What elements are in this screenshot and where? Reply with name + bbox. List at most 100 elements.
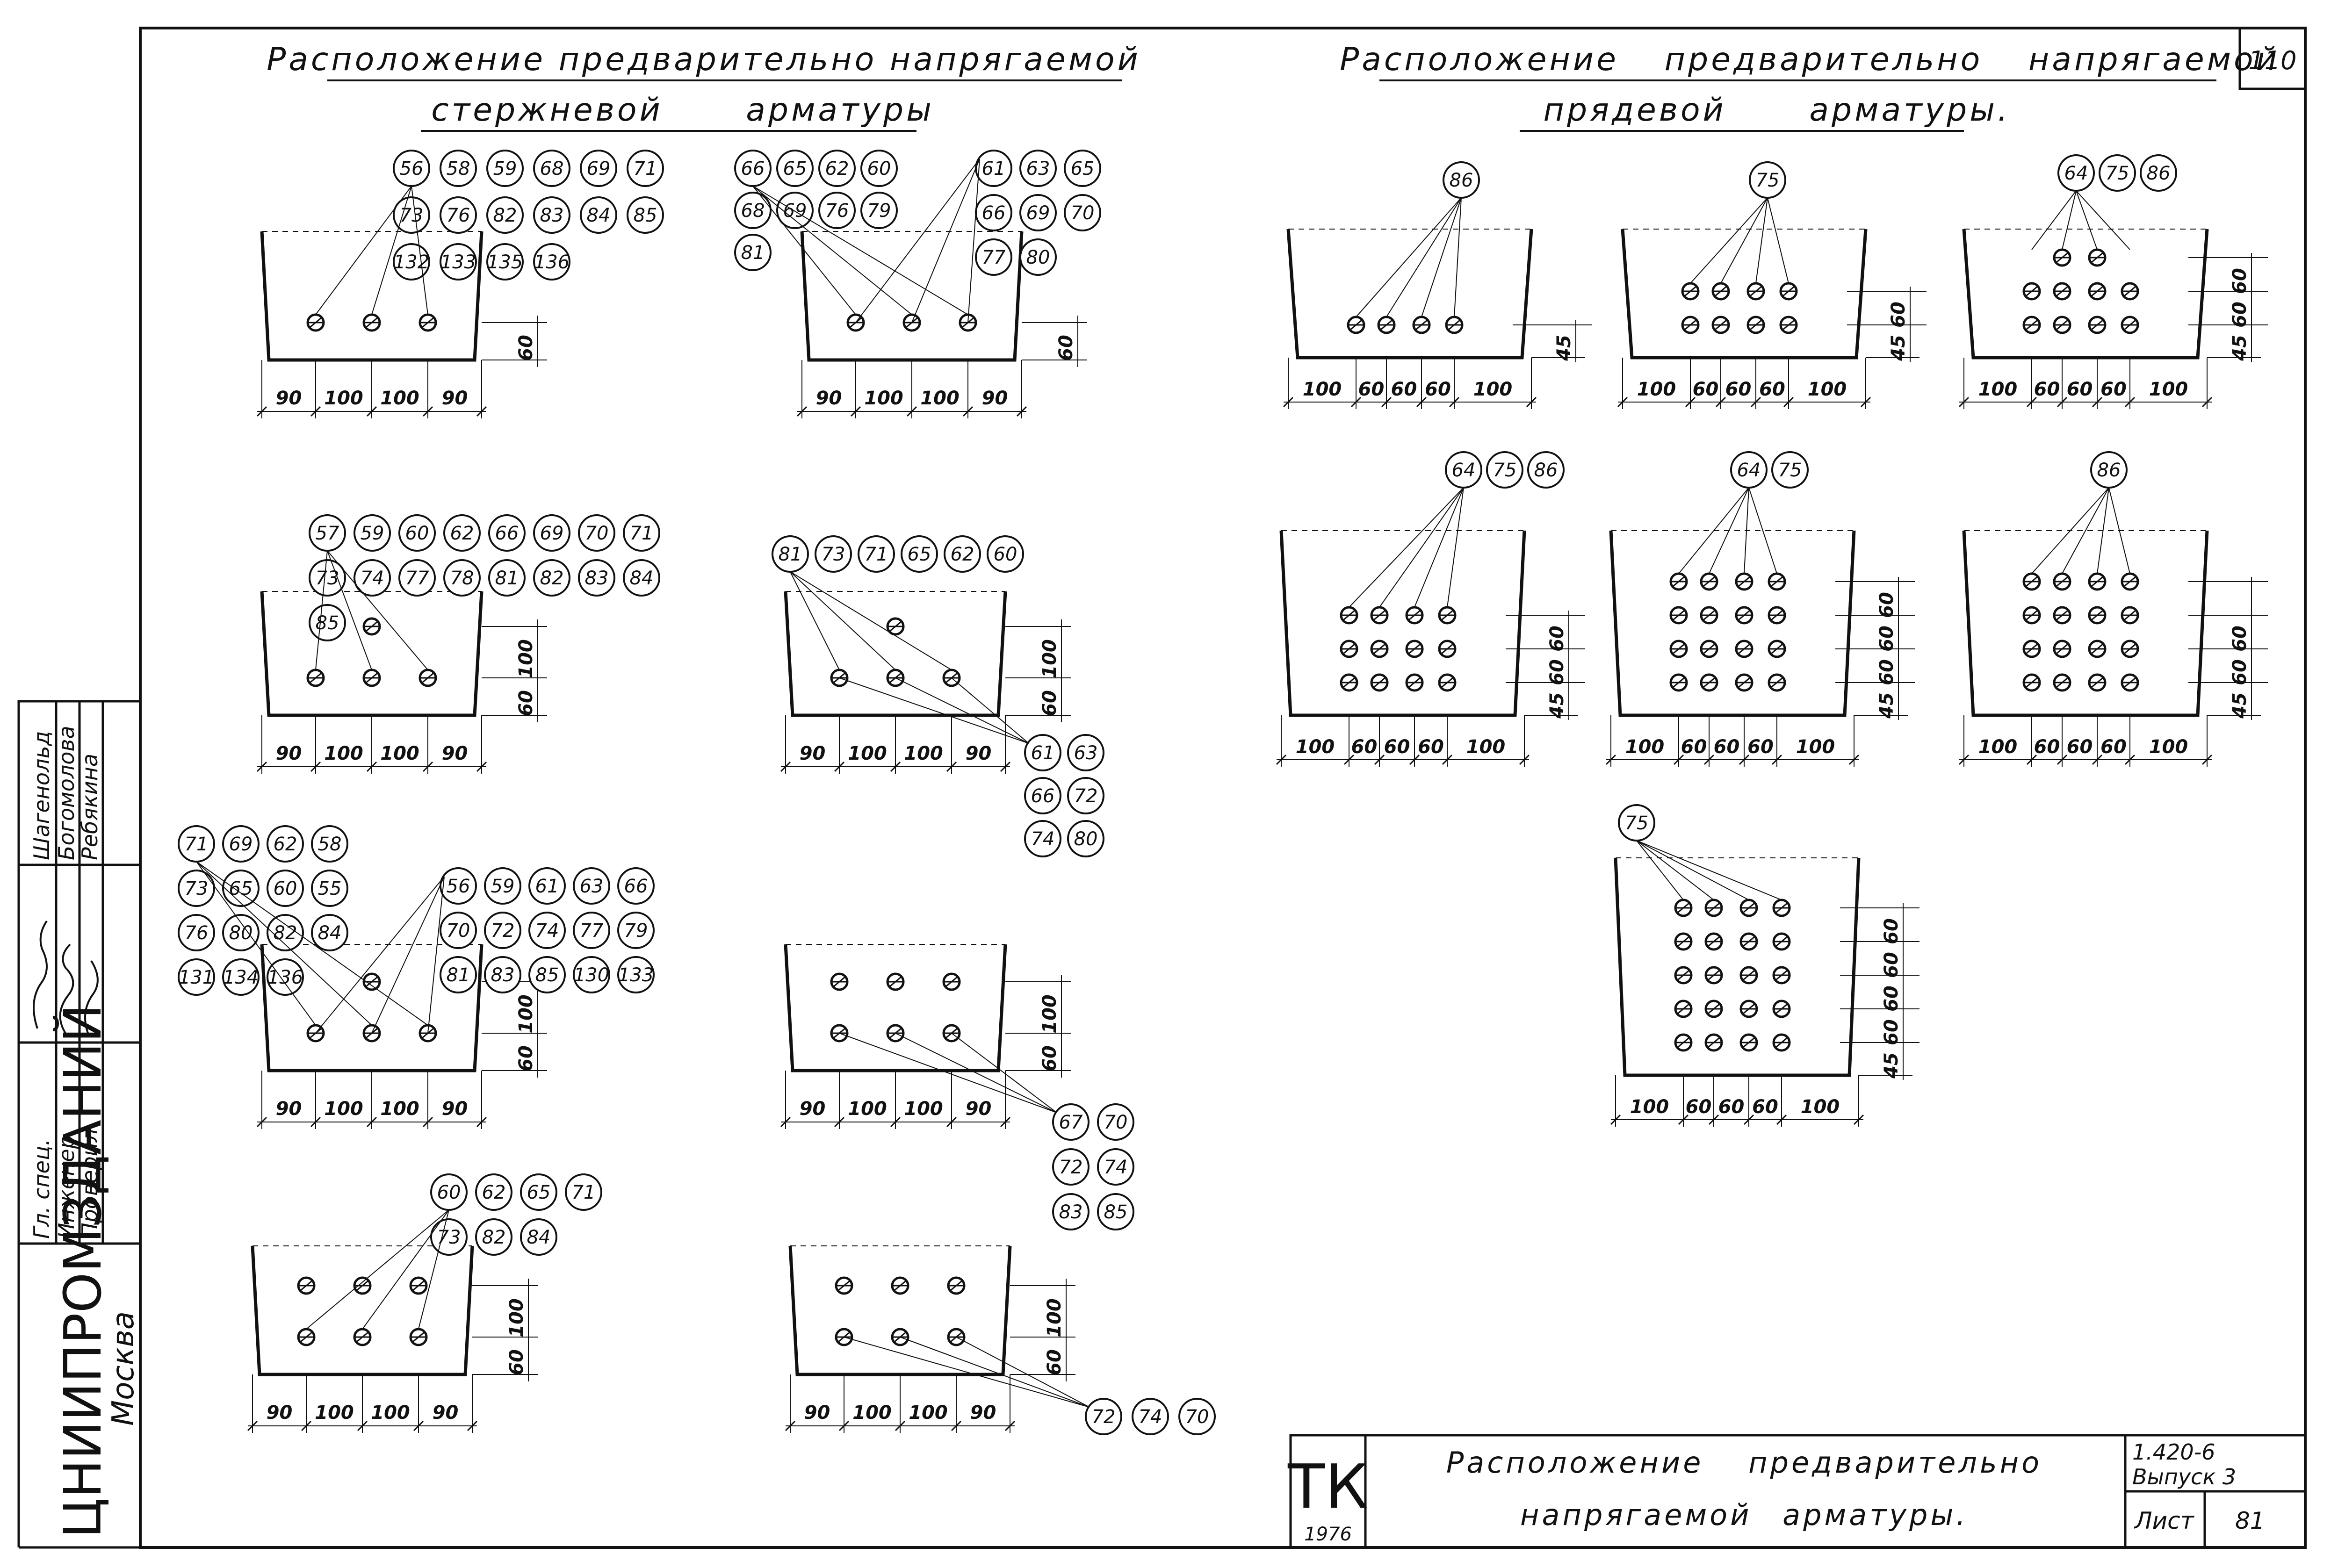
horizontal-dimension: 60 bbox=[2034, 736, 2060, 758]
horizontal-dimension: 100 bbox=[1796, 736, 1835, 758]
mark-number-bubble: 75 bbox=[1486, 451, 1523, 489]
dimension-tick bbox=[780, 761, 791, 772]
bubble-circle bbox=[520, 1218, 557, 1256]
rebar-hatch bbox=[1708, 1037, 1720, 1048]
rebar-hatch bbox=[1684, 286, 1696, 297]
strand-rebar bbox=[1438, 673, 1457, 692]
leader-line bbox=[2031, 190, 2077, 250]
rebar-hatch bbox=[1775, 902, 1788, 913]
page-number: 110 bbox=[2248, 46, 2296, 75]
mark-number-bubble: 71 bbox=[178, 825, 215, 863]
strand-rebar bbox=[1669, 673, 1688, 692]
bubble-number: 72 bbox=[1059, 1157, 1083, 1178]
dimension-tick bbox=[2092, 754, 2103, 765]
bubble-number: 63 bbox=[1074, 742, 1098, 764]
leader-line bbox=[839, 677, 1029, 744]
rebar-hatch bbox=[300, 1280, 312, 1291]
mark-number-bubble: 69 bbox=[533, 514, 570, 552]
leader-line bbox=[1748, 487, 1777, 574]
bubble-circle bbox=[1052, 1103, 1090, 1141]
bubble-circle bbox=[1132, 1398, 1169, 1435]
stamp-name-3: Ребякина bbox=[77, 754, 102, 860]
rod-rebar bbox=[353, 1276, 372, 1295]
horizontal-dimension: 90 bbox=[800, 743, 826, 764]
dimension-tick bbox=[1743, 1114, 1754, 1125]
bubble-number: 86 bbox=[1534, 460, 1558, 481]
strand-rebar bbox=[2022, 673, 2041, 692]
bubble-number: 59 bbox=[493, 158, 517, 180]
strand-rebar bbox=[1405, 606, 1424, 625]
strand-rebar bbox=[2121, 606, 2139, 625]
bubble-number: 83 bbox=[1059, 1201, 1083, 1223]
bubble-circle bbox=[528, 867, 566, 905]
bubble-circle bbox=[398, 514, 436, 552]
leader-line bbox=[839, 1033, 1057, 1113]
dimension-tick bbox=[906, 406, 917, 417]
leader-line bbox=[1690, 197, 1768, 284]
dimension-tick bbox=[1519, 754, 1530, 765]
beam-outline bbox=[784, 591, 1007, 717]
strand-rebar bbox=[1669, 572, 1688, 591]
dimension-tick bbox=[1016, 406, 1027, 417]
bubble-circle bbox=[776, 150, 814, 187]
horizontal-dimension: 100 bbox=[1466, 736, 1506, 758]
dimension-tick bbox=[2092, 396, 2103, 408]
strand-rebar bbox=[2022, 572, 2041, 591]
dimension-tick bbox=[476, 761, 487, 772]
dimension-tick bbox=[1381, 396, 1392, 408]
mark-number-bubble: 70 bbox=[1178, 1398, 1216, 1435]
vertical-dimension: 45 bbox=[2229, 335, 2251, 361]
strand-rebar bbox=[2088, 673, 2107, 692]
rebar-hatch bbox=[1343, 610, 1355, 621]
rebar-hatch bbox=[2124, 319, 2136, 331]
bubble-circle bbox=[443, 559, 481, 597]
dimension-tick bbox=[1958, 396, 1970, 408]
horizontal-dimension: 100 bbox=[315, 1402, 354, 1424]
strand-rebar bbox=[1772, 899, 1791, 917]
bubble-number: 80 bbox=[1074, 828, 1098, 850]
strand-rebar bbox=[1772, 1000, 1791, 1018]
title-block-sheet-label: Лист bbox=[2134, 1507, 2195, 1534]
rebar-hatch bbox=[1343, 677, 1355, 688]
mark-number-bubble: 65 bbox=[222, 870, 260, 907]
mark-number-bubble: 60 bbox=[860, 150, 898, 187]
leader-line bbox=[1379, 487, 1464, 608]
horizontal-dimension: 60 bbox=[1693, 379, 1719, 400]
rebar-hatch bbox=[1708, 902, 1720, 913]
horizontal-dimension: 100 bbox=[1801, 1096, 1840, 1118]
bubble-circle bbox=[617, 956, 655, 993]
vertical-dimension: 60 bbox=[515, 690, 537, 716]
horizontal-dimension: 90 bbox=[970, 1402, 996, 1424]
rebar-hatch bbox=[1350, 319, 1362, 331]
dimension-tick bbox=[850, 406, 861, 417]
strand-rebar bbox=[1772, 966, 1791, 985]
dimension-tick bbox=[1708, 1114, 1719, 1125]
rod-rebar bbox=[419, 669, 437, 687]
bubble-number: 73 bbox=[400, 205, 424, 226]
rebar-hatch bbox=[2026, 319, 2038, 331]
leader-line bbox=[2031, 487, 2109, 574]
rebar-hatch bbox=[1408, 677, 1421, 688]
horizontal-dimension: 100 bbox=[380, 388, 419, 409]
rebar-hatch bbox=[2091, 643, 2103, 655]
vertical-dimension: 60 bbox=[1055, 335, 1077, 361]
dimension-tick bbox=[1004, 1420, 1016, 1431]
bubble-number: 69 bbox=[1026, 202, 1050, 224]
mark-number-bubble: 69 bbox=[222, 825, 260, 863]
stamp-role-3: Проверил bbox=[77, 1129, 102, 1239]
mark-number-bubble: 85 bbox=[1097, 1193, 1134, 1230]
bubble-number: 81 bbox=[495, 568, 519, 589]
rebar-hatch bbox=[1771, 610, 1783, 621]
stamp-signatures bbox=[33, 920, 99, 1036]
strand-rebar bbox=[2022, 606, 2041, 625]
bubble-number: 62 bbox=[825, 158, 849, 180]
dimension-tick bbox=[1860, 396, 1871, 408]
vertical-dimension: 60 bbox=[1881, 918, 1902, 944]
mark-number-bubble: 64 bbox=[1445, 451, 1482, 489]
mark-number-bubble: 74 bbox=[1024, 820, 1061, 857]
mark-number-bubble: 82 bbox=[486, 196, 524, 234]
mark-number-bubble: 60 bbox=[430, 1173, 468, 1211]
mark-number-bubble: 74 bbox=[354, 559, 391, 597]
